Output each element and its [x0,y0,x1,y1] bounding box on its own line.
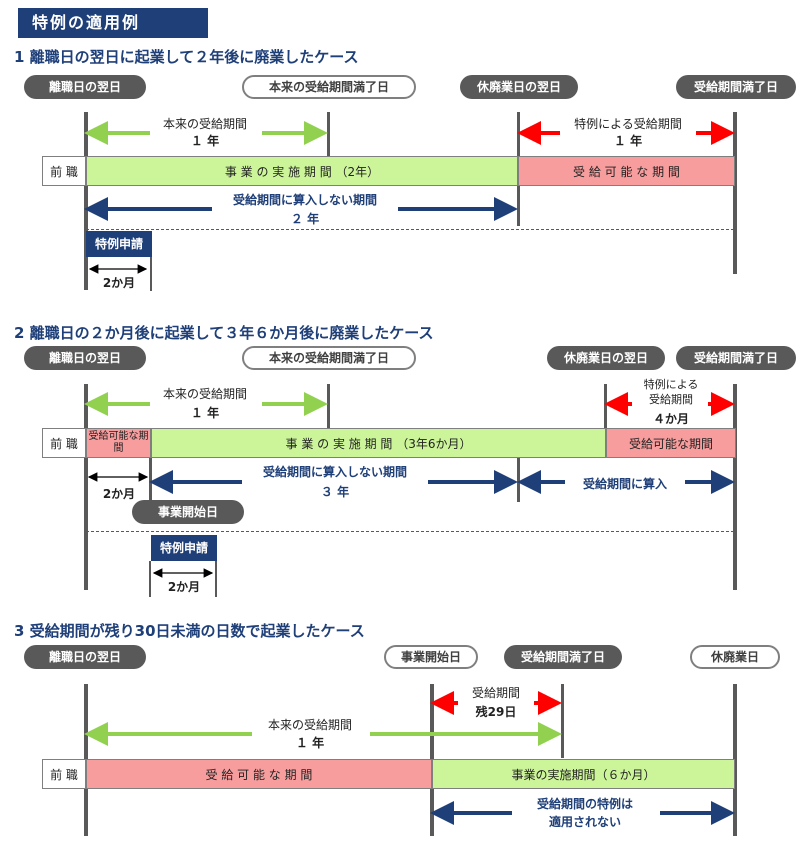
case3-remain-length: 残29日 [475,705,517,719]
case1-pill-separation-next-day: 離職日の翌日 [24,75,146,99]
case3-not-applied-2: 適用されない [510,813,660,830]
case2-pill-closure-next-day: 休廃業日の翌日 [547,346,665,370]
case1-orig-period-label: 本来の受給期間 [145,115,265,132]
case2-special-length: ４か月 [652,412,689,426]
case3-orig-period-length: １ 年 [295,736,325,750]
case1-apply-length: 2か月 [90,274,148,291]
case1-receivable-period: 受 給 可 能 な 期 間 [518,156,735,186]
case2-prev-job: 前 職 [42,428,86,458]
case1-orig-period-length: １ 年 [190,134,220,148]
case2-apply-box: 特例申請 [151,535,217,561]
case2-timeline-b [327,384,330,428]
case1-timeline-a [84,112,88,290]
case1-pill-original-expiry: 本来の受給期間満了日 [242,75,416,99]
case3-timeline-c [561,684,564,758]
case2-pill-original-expiry: 本来の受給期間満了日 [242,346,416,370]
case2-special-label-2: 受給期間 [649,393,693,406]
case3-pill-expiry: 受給期間満了日 [504,645,622,669]
case2-not-counted-length: ３ 年 [320,485,350,499]
case2-pill-expiry: 受給期間満了日 [676,346,796,370]
case1-not-counted-label: 受給期間に算入しない期間 [210,191,400,208]
case2-orig-period-length: １ 年 [190,406,220,420]
case1-heading: 1 離職日の翌日に起業して２年後に廃業したケース [14,48,359,66]
case2-receivable-period: 受給可能な期間 [606,428,736,458]
case2-not-counted-label: 受給期間に算入しない期間 [240,463,430,480]
case1-prev-job: 前 職 [42,156,86,186]
case1-business-period: 事 業 の 実 施 期 間 （2年） [86,156,518,186]
case2-apply-length: 2か月 [156,578,212,595]
case2-pill-separation-next-day: 離職日の翌日 [24,346,146,370]
case1-not-counted-length: ２ 年 [290,212,320,226]
case1-apply-end [150,257,152,291]
case3-timeline-d [733,684,737,836]
case2-timeline-a [84,384,88,590]
case2-receivable-short: 受給可能な期 間 [86,428,151,458]
case3-pill-business-start: 事業開始日 [384,645,478,669]
case1-apply-box: 特例申請 [86,231,152,257]
case2-special-label-1: 特例による [643,378,699,391]
case3-receivable-period: 受 給 可 能 な 期 間 [86,759,432,789]
case2-orig-period-label: 本来の受給期間 [145,385,265,402]
case2-counted-label: 受給期間に算入 [565,475,685,492]
case1-special-period-label: 特例による受給期間 [558,115,698,132]
case1-pill-expiry: 受給期間満了日 [676,75,796,99]
case1-timeline-b [327,112,330,156]
case2-dashed-line [86,531,734,532]
case3-business-period: 事業の実施期間（６か月） [432,759,735,789]
case2-timeline-start [149,458,152,506]
case3-pill-closure: 休廃業日 [690,645,780,669]
case2-timeline-mid [517,458,520,502]
case2-gap-length: 2か月 [92,485,146,502]
case2-heading: 2 離職日の２か月後に起業して３年６か月後に廃業したケース [14,324,434,342]
case1-special-period-length: １ 年 [613,134,643,148]
case2-pill-business-start: 事業開始日 [132,500,244,524]
case3-not-applied-1: 受給期間の特例は [510,795,660,812]
case3-heading: 3 受給期間が残り30日未満の日数で起業したケース [14,622,365,640]
case2-apply-start [149,561,151,597]
case1-dashed-line [86,229,734,230]
case2-timeline-c [604,384,607,428]
case2-business-period: 事 業 の 実 施 期 間 （3年6か月） [151,428,606,458]
case3-remain-label: 受給期間 [471,686,520,700]
case3-orig-period-label: 本来の受給期間 [250,716,370,733]
page-title: 特例の適用例 [18,8,208,38]
case2-timeline-d [733,384,737,590]
case3-pill-separation-next-day: 離職日の翌日 [24,645,146,669]
case1-pill-closure-next-day: 休廃業日の翌日 [460,75,578,99]
case2-apply-end [215,561,217,597]
case3-prev-job: 前 職 [42,759,86,789]
case1-timeline-d [733,112,737,274]
